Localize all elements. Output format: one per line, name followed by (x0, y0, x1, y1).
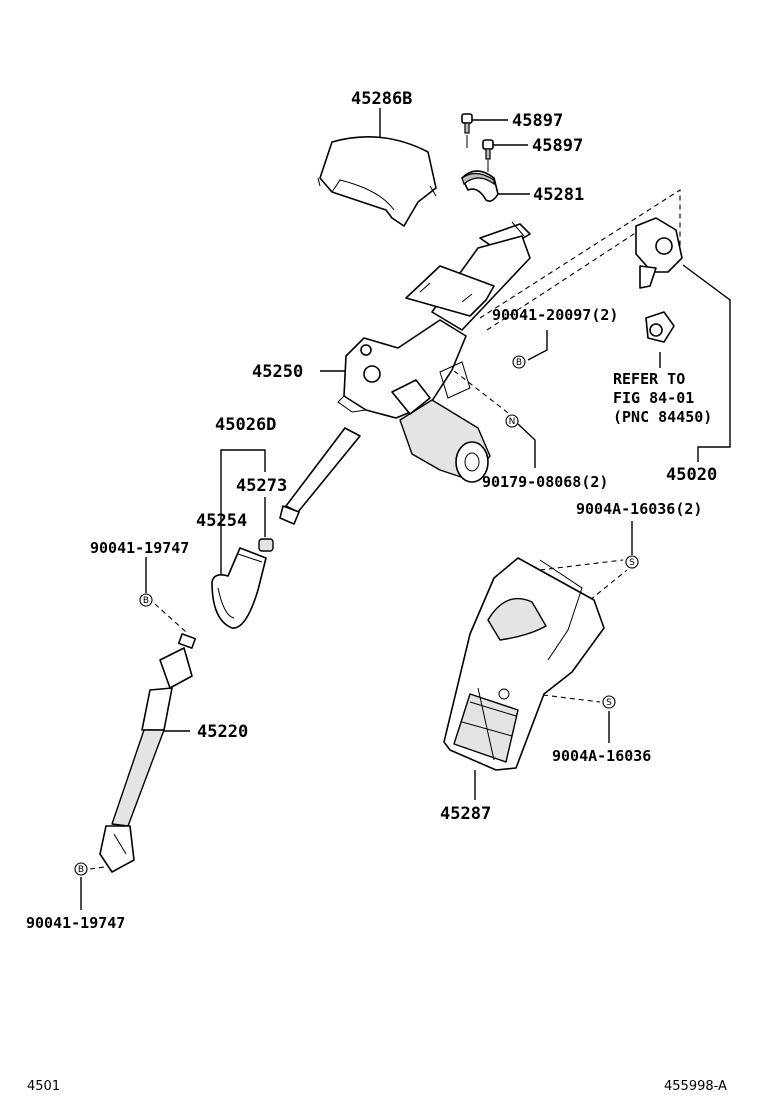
label-45250: 45250 (252, 362, 303, 382)
label-45897-a: 45897 (512, 111, 563, 131)
label-90041-19747-upper: 90041-19747 (90, 539, 189, 557)
svg-text:B: B (143, 596, 149, 606)
steering-column-assembly-45250 (279, 221, 531, 525)
label-45026D: 45026D (215, 415, 276, 435)
label-45897-b: 45897 (532, 136, 583, 156)
label-90041-20097: 90041-20097(2) (492, 306, 618, 324)
label-45254: 45254 (196, 511, 247, 531)
part-labels: 45286B 45897 45897 45281 90041-20097(2) … (26, 89, 717, 932)
label-45273: 45273 (236, 476, 287, 496)
lower-column-cover-45287 (443, 557, 605, 771)
symbol-b-3: B (74, 862, 88, 876)
label-45220: 45220 (197, 722, 248, 742)
symbol-b-1: B (512, 355, 526, 369)
svg-text:S: S (629, 558, 635, 568)
screw-45897-a (461, 113, 473, 148)
symbol-s-1: S (625, 555, 639, 569)
upper-column-cover-45286B (317, 136, 437, 227)
label-45020: 45020 (666, 465, 717, 485)
footer-illustration-code: 455998-A (664, 1079, 727, 1094)
label-45286B: 45286B (351, 89, 412, 109)
label-90041-19747-lower: 90041-19747 (26, 914, 125, 932)
label-refer-pnc: (PNC 84450) (613, 408, 712, 426)
svg-text:B: B (78, 865, 84, 875)
dashed-reference-lines (89, 188, 681, 870)
symbol-n: N (505, 414, 519, 428)
svg-text:B: B (516, 358, 522, 368)
lock-cylinder-45020 (635, 217, 683, 343)
label-45287: 45287 (440, 804, 491, 824)
intermediate-shaft-45220 (99, 633, 197, 873)
column-hole-cover-45254 (211, 547, 267, 629)
footer-figure-number: 4501 (27, 1079, 60, 1094)
label-9004A-16036: 9004A-16036 (552, 747, 651, 765)
bushing-45273 (258, 538, 274, 552)
leader-lines (80, 108, 731, 910)
screw-45897-b (482, 139, 494, 172)
symbol-b-2: B (139, 593, 153, 607)
label-9004A-16036-2: 9004A-16036(2) (576, 500, 702, 518)
label-refer-to: REFER TO (613, 370, 685, 388)
label-refer-fig: FIG 84-01 (613, 389, 694, 407)
svg-text:N: N (509, 417, 516, 427)
label-45281: 45281 (533, 185, 584, 205)
symbol-s-2: S (602, 695, 616, 709)
svg-text:S: S (606, 698, 612, 708)
label-90179-08068: 90179-08068(2) (482, 473, 608, 491)
cover-bracket-45281 (461, 170, 499, 202)
